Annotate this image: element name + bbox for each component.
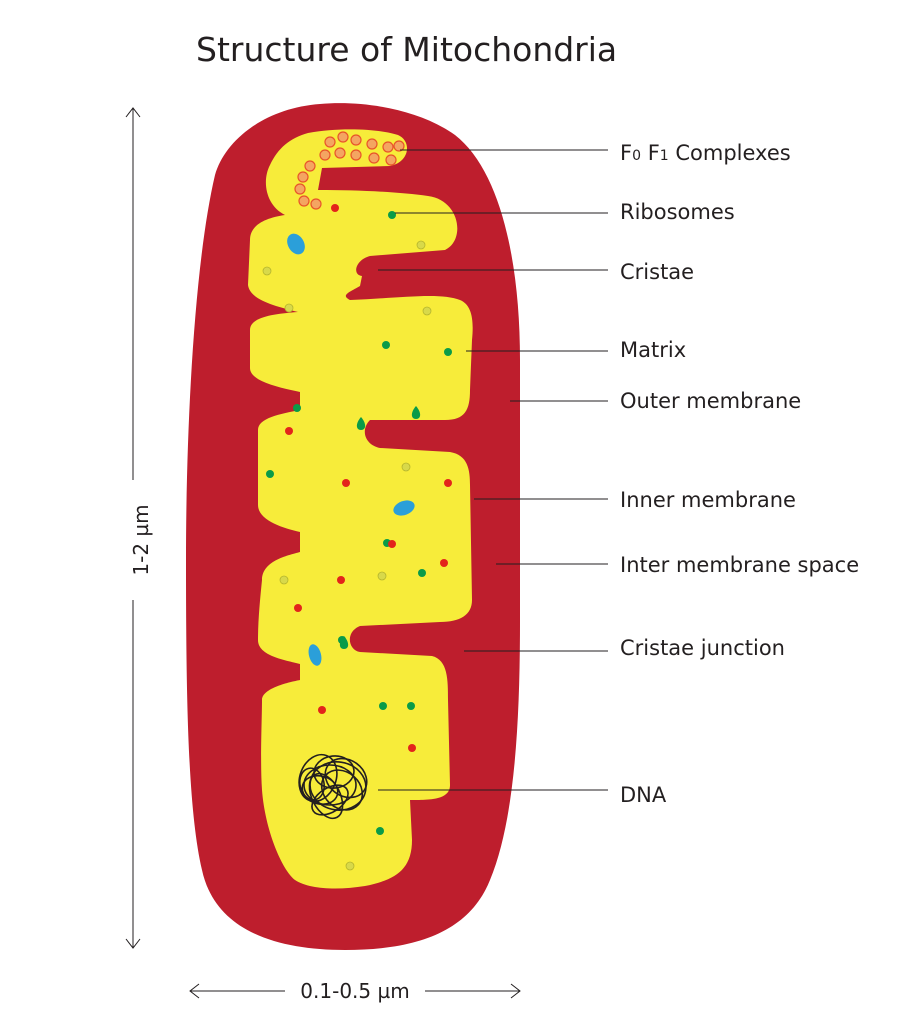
height-arrowhead-top xyxy=(125,107,141,118)
f0f1-complex-particle xyxy=(310,198,322,210)
matrix-shape xyxy=(248,129,473,889)
granule-blue xyxy=(393,500,415,516)
dna-coil xyxy=(298,753,368,820)
granules xyxy=(262,204,452,871)
height-dimension: 1-2 µm xyxy=(125,107,153,949)
dna-loop xyxy=(309,761,367,811)
label-cristae: Cristae xyxy=(620,260,694,284)
ribosome-drop xyxy=(356,417,366,430)
ribosome-drop xyxy=(339,636,349,649)
f0f1-complex-particle xyxy=(393,140,405,152)
f0f1-complex-particle xyxy=(385,154,397,166)
f0f1-complex-particle xyxy=(304,160,316,172)
ribosome-green xyxy=(418,569,426,577)
label-ribosomes: Ribosomes xyxy=(620,200,735,224)
f0f1-complex-particle xyxy=(382,141,394,153)
width-dimension: 0.1-0.5 µm xyxy=(189,979,521,1003)
f0f1-complex-particle xyxy=(297,171,309,183)
granule-blue xyxy=(287,233,305,255)
label-inter-membrane-space: Inter membrane space xyxy=(620,553,859,577)
ribosome-red xyxy=(440,559,448,567)
ribosome-green xyxy=(407,702,415,710)
f0f1-complex-particle xyxy=(337,131,349,143)
f0f1-complex-particle xyxy=(366,138,378,150)
granule-yellow xyxy=(279,575,289,585)
height-arrowhead-bottom xyxy=(125,938,141,949)
f0f1-complexes xyxy=(294,131,405,210)
granule-yellow xyxy=(262,266,272,276)
label-outer-membrane: Outer membrane xyxy=(620,389,801,413)
f0f1-complex-particle xyxy=(350,134,362,146)
f0f1-complex-particle xyxy=(298,195,310,207)
ribosome-red xyxy=(294,604,302,612)
width-arrowhead-right xyxy=(510,983,521,999)
ribosome-red xyxy=(408,744,416,752)
f0f1-complex-particle xyxy=(368,152,380,164)
ribosome-green xyxy=(379,702,387,710)
ribosome-green xyxy=(266,470,274,478)
granule-yellow xyxy=(345,861,355,871)
ribosome-red xyxy=(337,576,345,584)
granule-blue xyxy=(308,644,322,666)
granule-yellow xyxy=(284,303,294,313)
ribosome-green xyxy=(388,211,396,219)
diagram-title: Structure of Mitochondria xyxy=(196,30,617,69)
width-arrowhead-left xyxy=(189,983,200,999)
ribosome-green xyxy=(444,348,452,356)
f0f1-complex-particle xyxy=(350,149,362,161)
f0f1-complex-particle xyxy=(294,183,306,195)
granule-yellow xyxy=(377,571,387,581)
ribosome-drop xyxy=(411,406,421,419)
height-label: 1-2 µm xyxy=(129,504,153,575)
ribosome-red xyxy=(318,706,326,714)
granule-yellow xyxy=(401,462,411,472)
label-dna: DNA xyxy=(620,783,667,807)
granule-yellow xyxy=(416,240,426,250)
dna-loop xyxy=(313,755,355,789)
dna-loop xyxy=(324,757,368,799)
label-inner-membrane: Inner membrane xyxy=(620,488,796,512)
granule-yellow xyxy=(422,306,432,316)
f0f1-complex-particle xyxy=(324,136,336,148)
ribosome-red xyxy=(388,540,396,548)
ribosome-green xyxy=(382,341,390,349)
width-label: 0.1-0.5 µm xyxy=(300,979,409,1003)
label-matrix: Matrix xyxy=(620,338,686,362)
label-f0f1-complexes: F0 F1 Complexes xyxy=(620,141,791,165)
ribosome-red xyxy=(331,204,339,212)
dna-loop xyxy=(303,764,357,806)
ribosome-red xyxy=(444,479,452,487)
ribosome-red xyxy=(342,479,350,487)
ribosome-green xyxy=(376,827,384,835)
ribosome-green xyxy=(293,404,301,412)
f0f1-complex-particle xyxy=(319,149,331,161)
ribosome-red xyxy=(285,427,293,435)
label-cristae-junction: Cristae junction xyxy=(620,636,785,660)
f0f1-complex-particle xyxy=(334,147,346,159)
